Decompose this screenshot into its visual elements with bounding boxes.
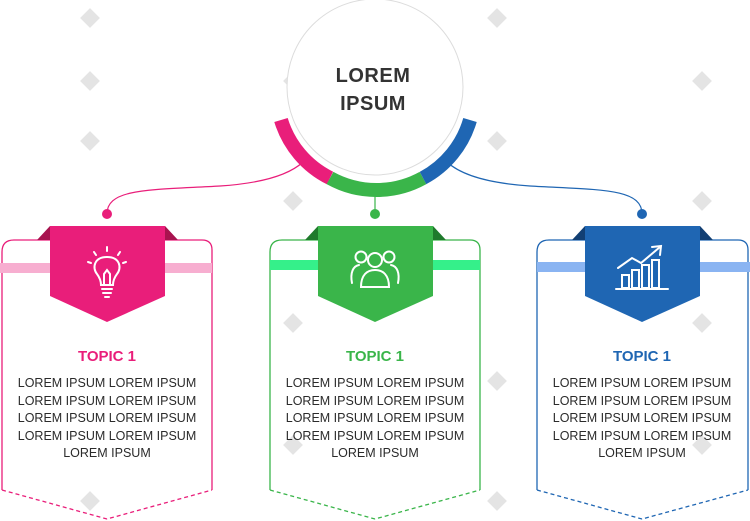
topic-card-3 — [536, 226, 750, 520]
topic-title-1: TOPIC 1 — [77, 348, 137, 365]
center-circle — [286, 0, 464, 176]
center-title-line2: IPSUM — [340, 93, 406, 115]
lightbulb-icon — [87, 246, 127, 298]
topic-card-2 — [269, 226, 481, 520]
topic-body-3: LOREM IPSUM LOREM IPSUM LOREM IPSUM LORE… — [552, 376, 732, 460]
topic-card-1 — [0, 226, 213, 520]
connector-dot-green — [370, 209, 380, 219]
connector-dot-blue — [637, 209, 647, 219]
topic-body-1: LOREM IPSUM LOREM IPSUM LOREM IPSUM LORE… — [17, 376, 197, 460]
growth-chart-icon — [615, 244, 669, 290]
connector-blue — [446, 161, 643, 215]
ring-segment-blue — [419, 117, 477, 185]
topic-title-3: TOPIC 1 — [612, 348, 672, 365]
card-badge — [50, 226, 165, 322]
topic-body-2: LOREM IPSUM LOREM IPSUM LOREM IPSUM LORE… — [285, 376, 465, 460]
center-title-line1: LOREM — [335, 65, 411, 87]
connector-pink — [106, 161, 304, 215]
topic-title-2: TOPIC 1 — [345, 348, 405, 365]
card-badge — [318, 226, 433, 322]
connector-dot-pink — [102, 209, 112, 219]
ring-segment-green — [326, 171, 427, 198]
team-icon — [350, 250, 400, 288]
ring-segment-pink — [274, 117, 334, 185]
center-title: LOREM IPSUM — [300, 62, 446, 118]
